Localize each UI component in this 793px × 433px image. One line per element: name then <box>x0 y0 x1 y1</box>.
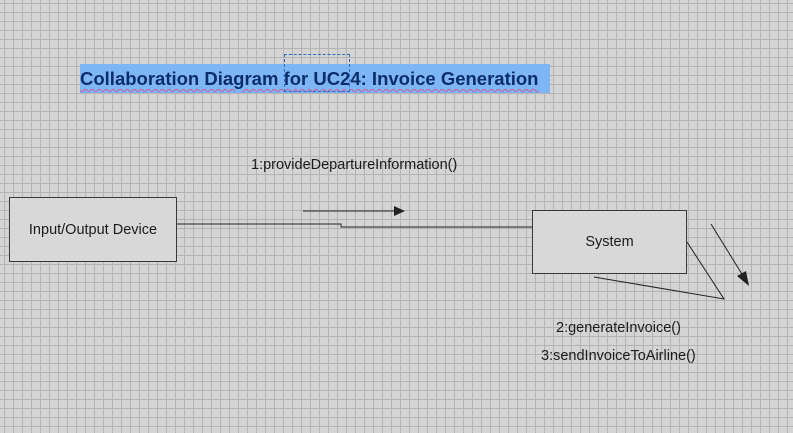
association-link[interactable] <box>177 223 532 228</box>
message-1-label[interactable]: 1:provideDepartureInformation() <box>251 157 458 173</box>
diagram-title[interactable]: Collaboration Diagram for UC24: Invoice … <box>80 64 550 93</box>
object-label: System <box>585 234 634 250</box>
object-input-output-device[interactable]: Input/Output Device <box>9 197 177 262</box>
message-2-label[interactable]: 2:generateInvoice() <box>556 320 681 336</box>
message-3-label[interactable]: 3:sendInvoiceToAirline() <box>541 348 696 364</box>
object-system[interactable]: System <box>532 210 687 274</box>
message-1-arrowhead <box>394 206 405 216</box>
object-label: Input/Output Device <box>28 221 158 238</box>
self-message-arrow <box>710 223 746 280</box>
self-link[interactable] <box>593 241 726 300</box>
self-message-arrowhead <box>737 271 749 286</box>
text-selection-frame[interactable] <box>284 54 350 92</box>
